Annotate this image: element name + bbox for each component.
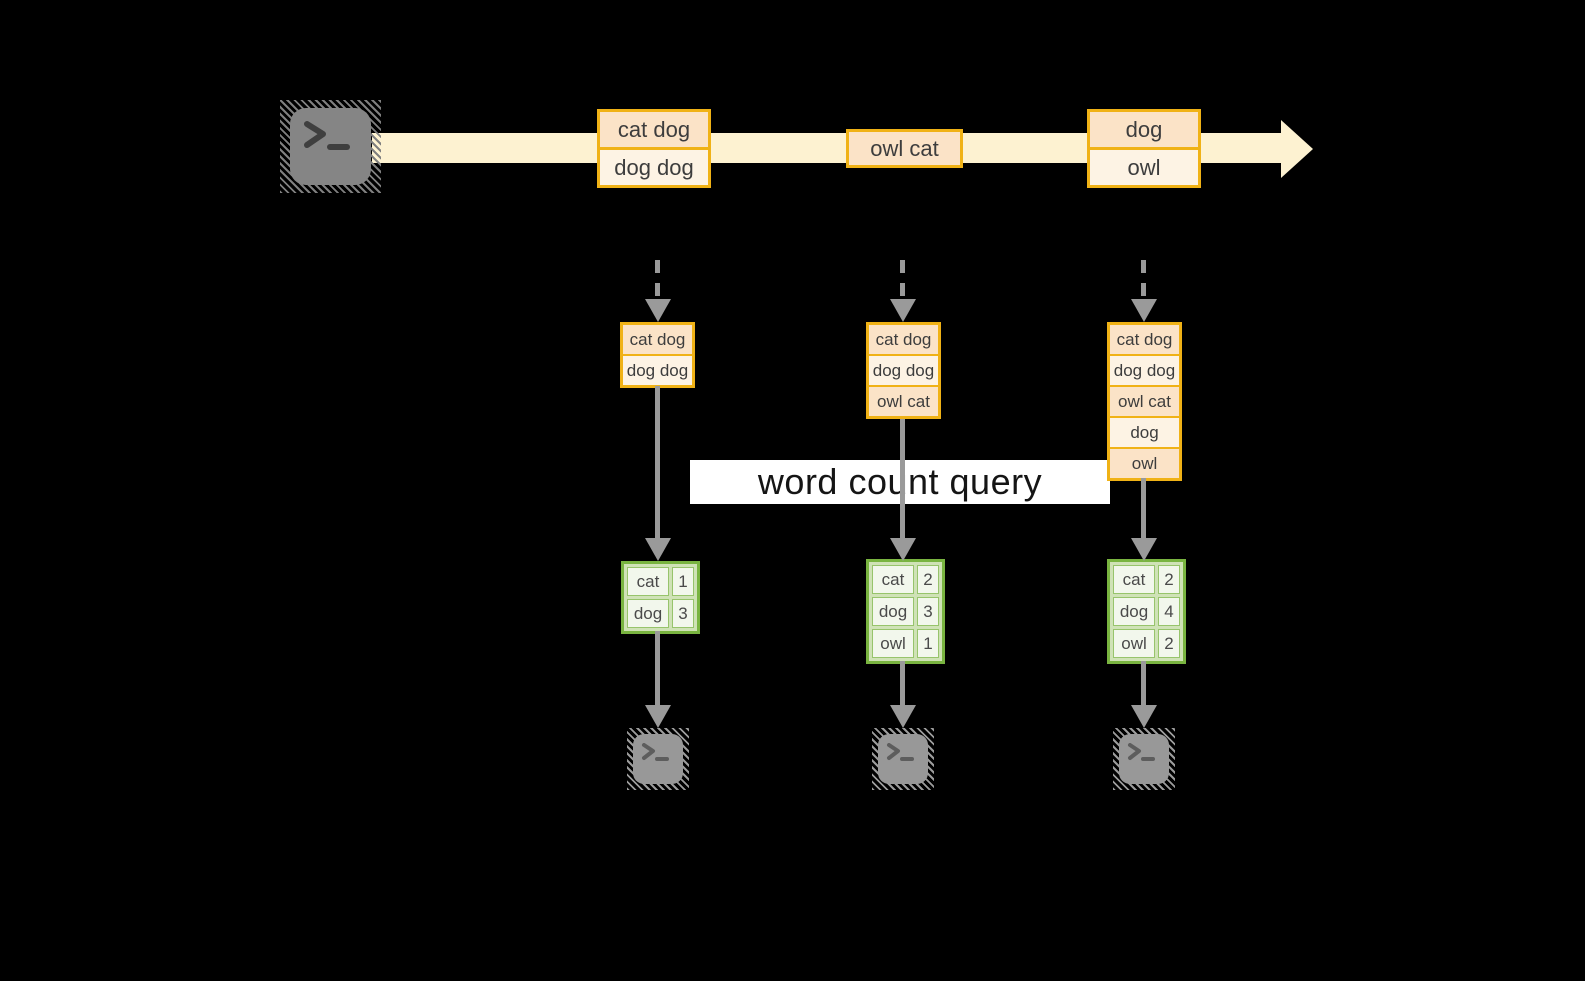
terminal-screen (878, 734, 928, 784)
query-arrow-head (890, 538, 916, 561)
prompt-icon (304, 121, 350, 150)
query-arrow-line (1141, 478, 1146, 538)
word-cell: dog (627, 599, 669, 628)
buffered-record: owl (1110, 447, 1179, 478)
table-row: owl 1 (872, 629, 939, 658)
word-cell: owl (872, 629, 914, 658)
sink-terminal-icon (872, 728, 934, 790)
terminal-screen (1119, 734, 1169, 784)
count-table-2: cat 2 dog 3 owl 1 (866, 559, 945, 664)
word-cell: cat (872, 565, 914, 594)
stream-window-2: owl cat (846, 129, 963, 168)
sink-arrow-head (1131, 705, 1157, 728)
count-cell: 4 (1158, 597, 1180, 626)
source-terminal-icon (280, 100, 381, 193)
stream-window-1: cat dog dog dog (597, 109, 711, 188)
word-cell: owl (1113, 629, 1155, 658)
count-cell: 3 (917, 597, 939, 626)
buffered-record: cat dog (623, 325, 692, 354)
buffered-record: dog (1110, 416, 1179, 447)
query-arrow-line (900, 419, 905, 538)
sink-arrow-line (655, 631, 660, 705)
buffer-stack-1: cat dog dog dog (620, 322, 695, 388)
buffer-stack-2: cat dog dog dog owl cat (866, 322, 941, 419)
prompt-icon (1128, 743, 1155, 761)
terminal-screen (633, 734, 683, 784)
stream-arrow-head (1281, 120, 1313, 178)
word-cell: dog (1113, 597, 1155, 626)
buffered-record: owl cat (1110, 385, 1179, 416)
terminal-screen (290, 108, 371, 185)
dashed-arrow-line (1141, 260, 1146, 300)
dashed-arrow-line (655, 260, 660, 300)
count-cell: 3 (672, 599, 694, 628)
buffered-record: owl cat (869, 385, 938, 416)
sink-arrow-head (890, 705, 916, 728)
sink-arrow-line (1141, 661, 1146, 705)
stream-record: dog dog (600, 147, 708, 185)
buffered-record: dog dog (623, 354, 692, 385)
buffered-record: dog dog (869, 354, 938, 385)
prompt-icon (887, 743, 914, 761)
query-banner-label: word count query (757, 461, 1043, 502)
dashed-arrow-head (1131, 299, 1157, 322)
count-table-3: cat 2 dog 4 owl 2 (1107, 559, 1186, 664)
table-row: dog 4 (1113, 597, 1180, 626)
word-cell: dog (872, 597, 914, 626)
count-cell: 2 (917, 565, 939, 594)
count-table-1: cat 1 dog 3 (621, 561, 700, 634)
sink-terminal-icon (627, 728, 689, 790)
query-arrow-head (645, 538, 671, 561)
count-cell: 1 (672, 567, 694, 596)
table-row: cat 2 (872, 565, 939, 594)
table-row: dog 3 (627, 599, 694, 628)
dashed-arrow-head (645, 299, 671, 322)
count-cell: 1 (917, 629, 939, 658)
table-row: cat 1 (627, 567, 694, 596)
dashed-arrow-line (900, 260, 905, 300)
prompt-icon (642, 743, 669, 761)
table-row: dog 3 (872, 597, 939, 626)
sink-terminal-icon (1113, 728, 1175, 790)
buffered-record: dog dog (1110, 354, 1179, 385)
sink-arrow-line (900, 661, 905, 705)
buffered-record: cat dog (1110, 325, 1179, 354)
stream-record: owl (1090, 147, 1198, 185)
count-cell: 2 (1158, 629, 1180, 658)
buffered-record: cat dog (869, 325, 938, 354)
word-cell: cat (1113, 565, 1155, 594)
stream-window-3: dog owl (1087, 109, 1201, 188)
word-cell: cat (627, 567, 669, 596)
stream-record: dog (1090, 112, 1198, 147)
query-arrow-line (655, 386, 660, 538)
dashed-arrow-head (890, 299, 916, 322)
sink-arrow-head (645, 705, 671, 728)
table-row: owl 2 (1113, 629, 1180, 658)
stream-record: owl cat (849, 132, 960, 165)
count-cell: 2 (1158, 565, 1180, 594)
table-row: cat 2 (1113, 565, 1180, 594)
buffer-stack-3: cat dog dog dog owl cat dog owl (1107, 322, 1182, 481)
stream-record: cat dog (600, 112, 708, 147)
query-arrow-head (1131, 538, 1157, 561)
